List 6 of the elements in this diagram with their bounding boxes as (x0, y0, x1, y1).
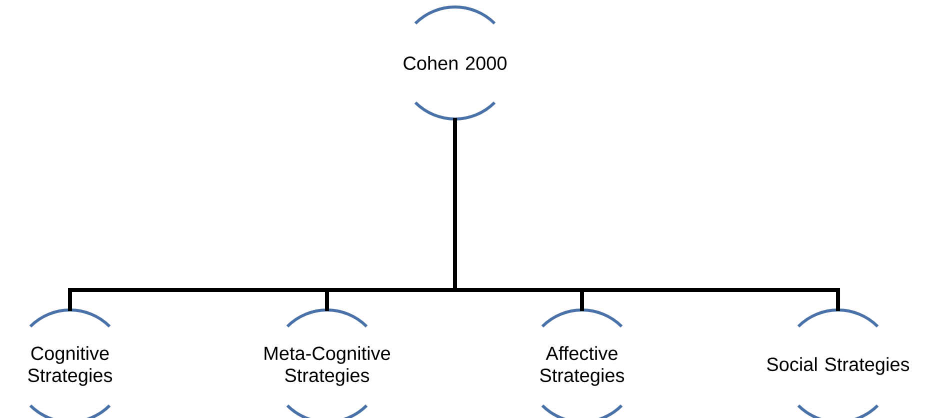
circle-node: Cognitive Strategies (28, 308, 112, 418)
circle-node: Social Strategies (767, 308, 910, 418)
circle-node: Meta-Cognitive Strategies (264, 308, 390, 418)
circle-node: Cohen 2000 (404, 6, 507, 120)
connector-line (453, 118, 840, 311)
circle-node: Affective Strategies (540, 308, 624, 418)
